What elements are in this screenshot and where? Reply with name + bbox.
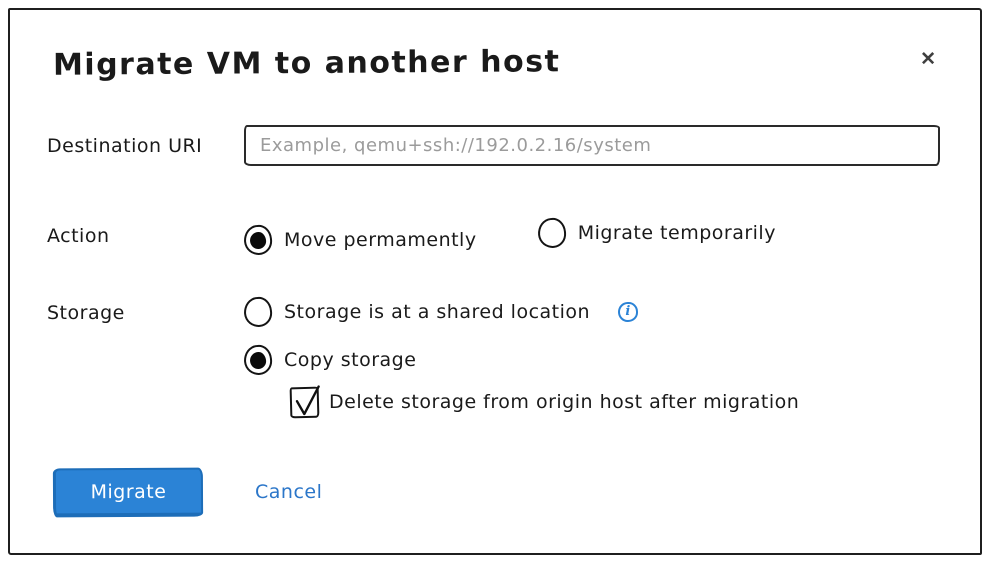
destination-uri-label: Destination URI bbox=[47, 134, 203, 157]
radio-selected-icon bbox=[242, 223, 274, 256]
dialog-footer: Migrate Cancel bbox=[52, 467, 940, 517]
migrate-vm-dialog: Migrate VM to another host ✕ Destination… bbox=[8, 8, 982, 555]
radio-shared-location[interactable]: Storage is at a shared location i bbox=[242, 295, 799, 328]
destination-uri-row: Destination URI bbox=[47, 125, 940, 166]
radio-migrate-temporarily-label: Migrate temporarily bbox=[577, 222, 776, 244]
action-label: Action bbox=[47, 225, 110, 248]
check-icon bbox=[295, 384, 320, 415]
dialog-header: Migrate VM to another host ✕ bbox=[47, 40, 940, 83]
action-radio-group: Move permamently Migrate temporarily bbox=[242, 216, 776, 256]
storage-radio-group: Storage is at a shared location i Copy s… bbox=[242, 295, 800, 418]
delete-storage-checkbox[interactable]: Delete storage from origin host after mi… bbox=[289, 384, 800, 418]
close-icon[interactable]: ✕ bbox=[916, 48, 940, 71]
radio-move-permanently[interactable]: Move permamently bbox=[242, 223, 477, 256]
migrate-form: Destination URI Action Move permamently … bbox=[47, 125, 940, 418]
radio-shared-location-label: Storage is at a shared location bbox=[284, 300, 591, 323]
radio-move-permanently-label: Move permamently bbox=[284, 228, 477, 251]
dialog-title: Migrate VM to another host bbox=[52, 44, 561, 83]
destination-uri-input[interactable] bbox=[244, 125, 940, 166]
radio-migrate-temporarily[interactable]: Migrate temporarily bbox=[536, 216, 776, 250]
action-row: Action Move permamently Migrate temporar… bbox=[47, 216, 940, 256]
radio-unselected-icon bbox=[536, 216, 567, 250]
storage-row: Storage Storage is at a shared location … bbox=[47, 295, 940, 418]
delete-storage-checkbox-label: Delete storage from origin host after mi… bbox=[329, 391, 800, 413]
migrate-button[interactable]: Migrate bbox=[52, 467, 204, 517]
cancel-link[interactable]: Cancel bbox=[255, 481, 323, 503]
info-icon[interactable]: i bbox=[618, 301, 639, 322]
radio-selected-icon bbox=[242, 343, 274, 376]
radio-copy-storage-label: Copy storage bbox=[284, 348, 417, 371]
radio-copy-storage[interactable]: Copy storage bbox=[242, 343, 799, 376]
storage-label: Storage bbox=[47, 301, 125, 324]
checkbox-checked-icon bbox=[289, 384, 320, 418]
radio-dot bbox=[249, 350, 267, 369]
radio-unselected-icon bbox=[242, 295, 274, 328]
radio-dot bbox=[249, 230, 267, 249]
